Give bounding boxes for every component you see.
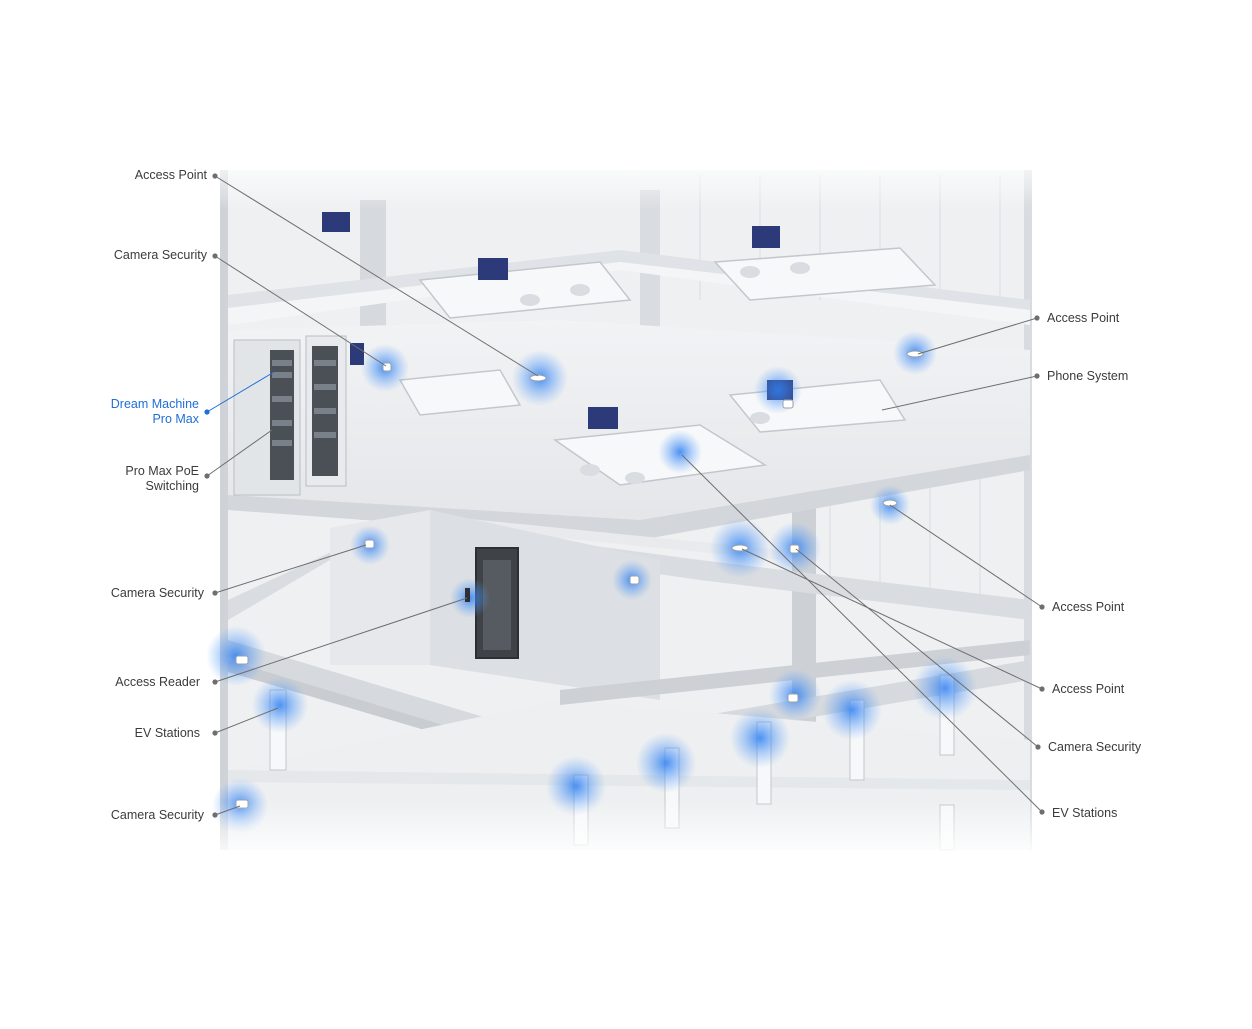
label-camera-security-4: Camera Security bbox=[1048, 740, 1142, 754]
label-ev-stations-1: EV Stations bbox=[134, 726, 200, 740]
label-access-point-2: Access Point bbox=[1047, 311, 1120, 325]
server-racks bbox=[233, 335, 347, 496]
leader-lines bbox=[206, 175, 1043, 816]
label-camera-security-1: Camera Security bbox=[113, 248, 207, 262]
label-camera-security-2: Camera Security bbox=[110, 586, 204, 600]
label-access-point-3: Access Point bbox=[1052, 600, 1125, 614]
leader-dots bbox=[204, 173, 1045, 818]
label-dream-machine-pro-max: Dream Machine Pro Max bbox=[111, 397, 199, 427]
label-phone-system: Phone System bbox=[1047, 369, 1129, 383]
label-dream-machine-line1: Dream Machine bbox=[110, 397, 199, 411]
label-pro-max-poe-line2: Switching bbox=[145, 479, 200, 493]
label-dream-machine-line2: Pro Max bbox=[152, 412, 199, 426]
label-pro-max-poe-switching: Pro Max PoE Switching bbox=[125, 464, 199, 494]
label-access-point-1: Access Point bbox=[134, 168, 207, 182]
label-camera-security-3: Camera Security bbox=[110, 808, 204, 822]
label-pro-max-poe-line1: Pro Max PoE bbox=[125, 464, 199, 478]
label-access-reader: Access Reader bbox=[115, 675, 200, 689]
label-access-point-4: Access Point bbox=[1052, 682, 1125, 696]
chairs bbox=[520, 262, 810, 484]
label-ev-stations-2: EV Stations bbox=[1052, 806, 1118, 820]
floor-slabs bbox=[228, 250, 1030, 850]
